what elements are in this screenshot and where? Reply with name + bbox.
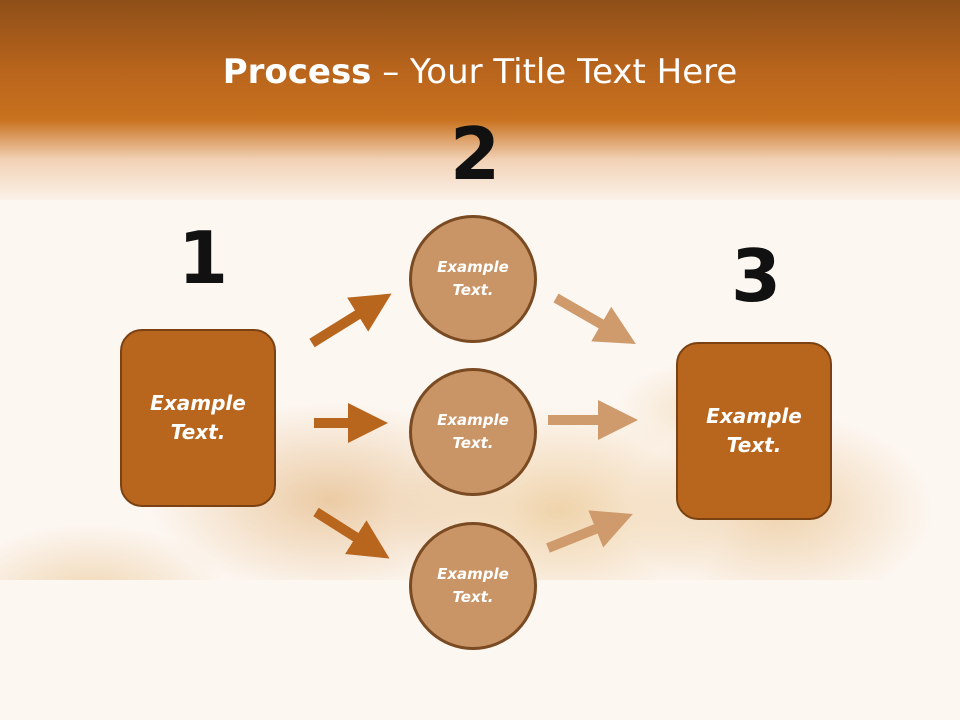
title-rest: – Your Title Text Here (371, 52, 738, 92)
slide-title: Process – Your Title Text Here (0, 52, 960, 92)
circle-top-text: Example Text. (437, 258, 509, 299)
circle-middle-text: Example Text. (437, 411, 509, 452)
step-1-text: Example Text. (150, 391, 246, 444)
circle-bottom: Example Text. (409, 522, 537, 650)
step-number-2: 2 (450, 112, 501, 196)
arrow-bottom-to-3 (546, 510, 633, 553)
arrow-top-to-3 (553, 293, 636, 344)
circle-middle: Example Text. (409, 368, 537, 496)
arrow-1-to-bottom (313, 507, 390, 559)
step-number-1: 1 (178, 216, 229, 300)
arrow-1-to-top (309, 293, 392, 348)
circle-bottom-text: Example Text. (437, 565, 509, 606)
step-3-box: Example Text. (676, 342, 832, 520)
title-bold: Process (222, 52, 372, 92)
circle-top: Example Text. (409, 215, 537, 343)
step-3-text: Example Text. (706, 404, 802, 457)
step-number-3: 3 (731, 234, 782, 318)
step-1-box: Example Text. (120, 329, 276, 507)
title-banner (0, 0, 960, 200)
